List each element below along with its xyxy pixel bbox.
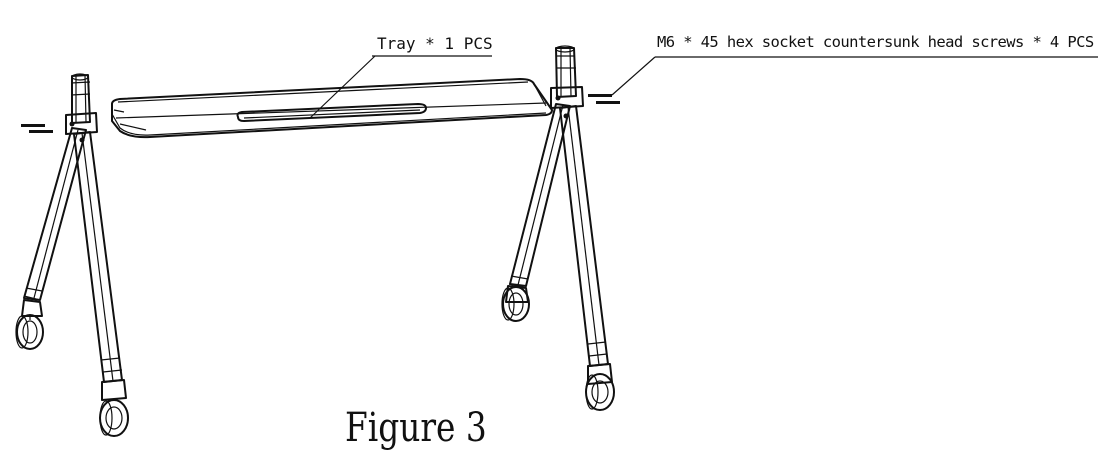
tray-callout-leader (309, 55, 492, 119)
screw-callout-leader (611, 56, 1098, 96)
screw-callout-label: M6 * 45 hex socket countersunk head scre… (657, 33, 1094, 51)
figure-title: Figure 3 (345, 405, 487, 451)
left-stand-part (15, 73, 129, 437)
right-stand-part (501, 45, 620, 411)
tray-part (111, 78, 553, 139)
tray-callout-label: Tray * 1 PCS (377, 34, 493, 53)
